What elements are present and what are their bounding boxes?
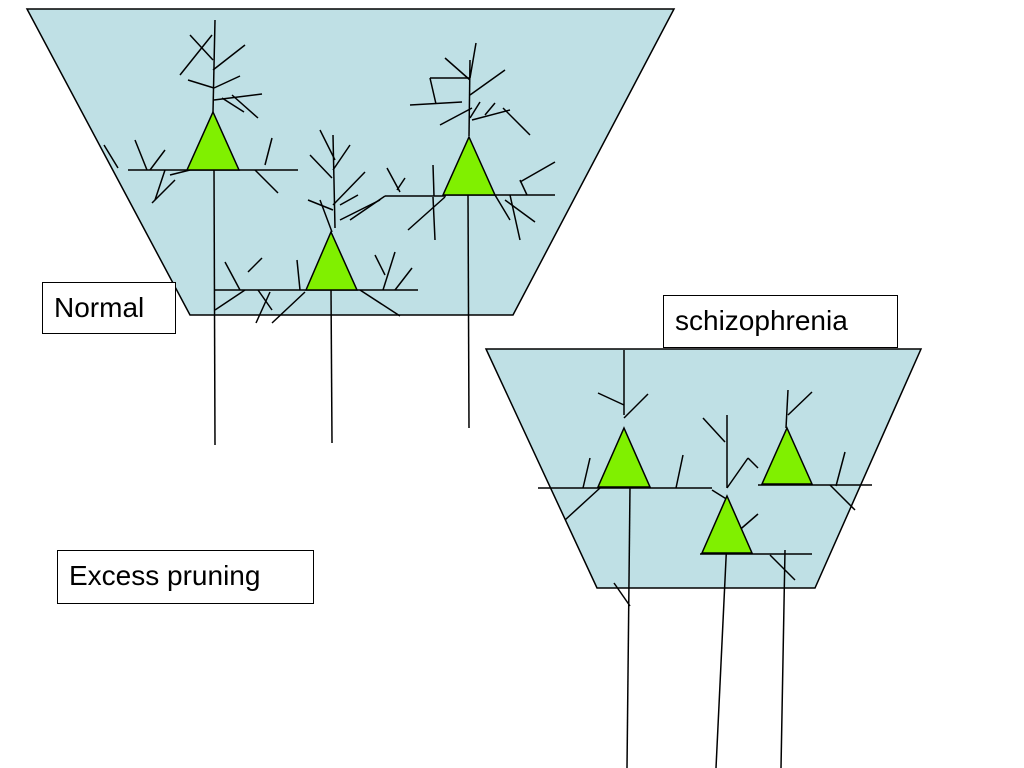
- normal-neuron-center: [214, 129, 418, 444]
- schizophrenia-neuron-right-axon: [780, 549, 786, 768]
- normal-neuron-left-soma: [185, 110, 241, 171]
- normal-neuron-left-axon: [213, 167, 216, 446]
- normal-neuron-right-axon: [467, 193, 470, 429]
- schizophrenia-neuron-right-soma: [760, 426, 814, 485]
- normal-neuron-left: [103, 19, 298, 446]
- schizophrenia-neuron-center-soma: [700, 494, 754, 554]
- normal-neuron-right: [409, 42, 556, 429]
- schizophrenia-neuron-left-soma: [596, 426, 652, 488]
- schizophrenia-neuron-center: [700, 415, 812, 768]
- schizophrenia-panel: [484, 348, 923, 768]
- schizophrenia-neuron-right: [758, 389, 872, 768]
- normal-neuron-center-soma: [304, 230, 359, 291]
- excess-pruning-label: Excess pruning: [57, 550, 314, 604]
- schizophrenia-neuron-left-axon: [626, 486, 631, 768]
- normal-neuron-right-soma: [441, 135, 497, 196]
- normal-middle-dendrite-tree: [307, 134, 446, 241]
- schizophrenia-neuron-center-axon: [715, 537, 728, 768]
- schizophrenia-cortex-trapezoid: [484, 348, 923, 589]
- schizophrenia-neuron-left: [538, 350, 712, 768]
- schizophrenia-label: schizophrenia: [663, 295, 898, 348]
- normal-neuron-center-axon: [330, 287, 333, 444]
- normal-cortex-trapezoid: [25, 8, 676, 316]
- normal-label: Normal: [42, 282, 176, 334]
- normal-panel: [25, 8, 676, 446]
